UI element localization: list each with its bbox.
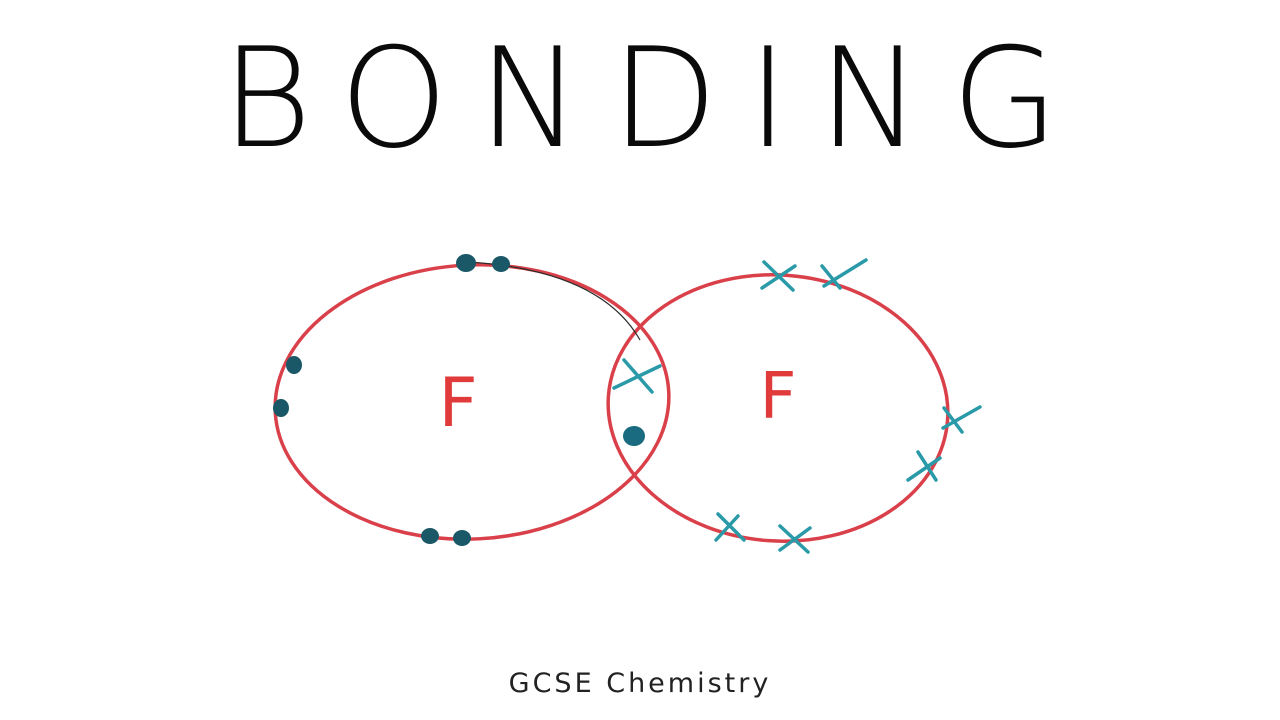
- electron-cross: [820, 258, 868, 290]
- electron-cross: [760, 260, 797, 292]
- shared-electron-dot: [623, 426, 645, 446]
- electron-cross: [941, 405, 982, 434]
- electron-dot: [273, 399, 289, 417]
- shared-electron-cross: [612, 358, 662, 394]
- electron-dot: [286, 356, 302, 374]
- course-subtitle: GCSE Chemistry: [508, 668, 772, 699]
- electron-dot: [421, 528, 439, 544]
- electron-cross: [778, 524, 812, 554]
- electron-dot: [456, 254, 476, 272]
- right-electron-crosses: [612, 258, 982, 554]
- electron-dot: [453, 530, 471, 546]
- right-atom-shell: [606, 273, 950, 543]
- page-title: BONDING: [221, 18, 1089, 179]
- electron-cross: [714, 512, 746, 542]
- left-electron-dots: [273, 254, 645, 546]
- electron-dot: [492, 256, 510, 272]
- right-atom-symbol: F: [760, 360, 797, 434]
- electron-cross: [906, 450, 942, 482]
- left-atom-symbol: F: [438, 364, 477, 443]
